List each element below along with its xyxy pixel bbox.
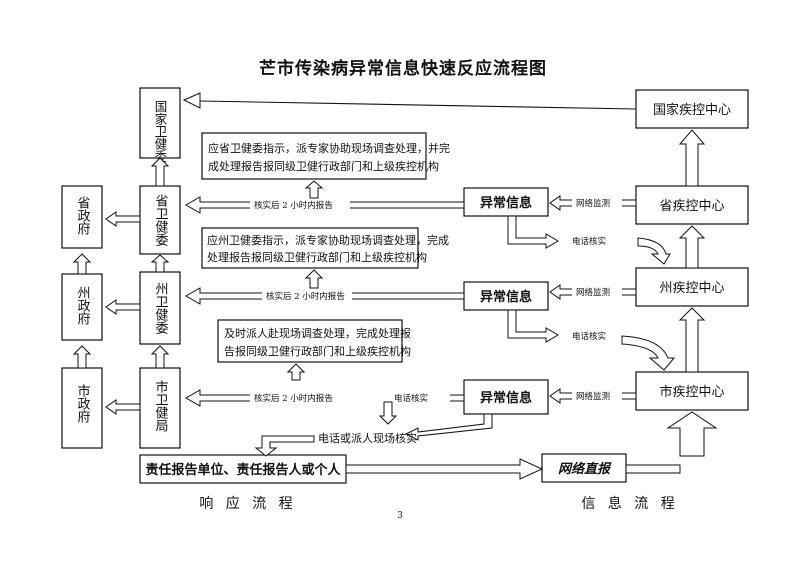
national-cdc-box: [635, 89, 749, 129]
report-2h-label-3: 核实后 2 小时内报告: [254, 393, 333, 404]
label-bg-3: [250, 392, 450, 404]
pref-health-label: 州卫健委: [153, 282, 169, 334]
phone-arrow-3: [404, 413, 493, 441]
abnormal-info-2-box: [463, 281, 549, 311]
left-arrow-city-health-gov: [105, 399, 141, 415]
city-health-box: [139, 367, 181, 449]
pref-gov-label: 州政府: [75, 286, 91, 326]
info-flow-label: 信 息 流 程: [581, 495, 678, 512]
pref-cdc-label: 州疾控中心: [659, 281, 724, 296]
national-report-arrowhead: [182, 92, 201, 109]
prov-note-box: [201, 132, 427, 180]
phone-verify-label-1: 电话核实: [572, 236, 606, 247]
network-report-box: [541, 453, 627, 483]
prov-note-line1: 应省卫健委指示，派专家协助现场调查处理，并完: [208, 141, 450, 155]
health-up-arrow-city-pref: [150, 345, 170, 369]
label-bg-4: [572, 197, 622, 209]
report-2h-label-2: 核实后 2 小时内报告: [266, 291, 345, 302]
label-bg-1: [250, 199, 350, 211]
reporter-to-network-arrow: [345, 458, 544, 480]
curve-arrow-prov-pref: [637, 237, 671, 265]
phone-or-site-label: 电话或派人现场核实: [318, 431, 417, 445]
elbow-arrow-to-reporter: [254, 435, 315, 457]
phone-verify-label-3: 电话核实: [394, 393, 428, 404]
network-monitor-label-1: 网络监测: [576, 198, 610, 209]
cdc-up-arrow-network-city: [666, 411, 718, 457]
up-arrow-info2-note: [304, 269, 324, 289]
prov-health-label: 省卫健委: [153, 194, 169, 246]
national-cdc-label: 国家疾控中心: [653, 102, 731, 118]
city-health-label: 市卫健局: [153, 379, 169, 432]
national-health-box: [139, 87, 181, 159]
reporter-box: [139, 454, 347, 484]
prov-gov-box: [61, 185, 103, 249]
label-bg-5: [572, 286, 622, 298]
prov-note-line2: 成处理报告报同级卫健行政部门和上级疾控机构: [208, 159, 439, 173]
city-cdc-box: [635, 371, 749, 411]
up-arrow-info1-note: [304, 180, 324, 199]
health-up-arrow-pref-prov: [150, 254, 170, 273]
city-note-line2: 告报同级卫健行政部门和上级疾控机构: [224, 344, 411, 358]
prov-cdc-box: [635, 185, 749, 225]
curve-arrow-pref-city: [621, 335, 676, 371]
phone-arrow-1: [507, 215, 559, 249]
gov-up-arrow-pref-prov: [72, 253, 92, 275]
network-to-cdc-connector: [625, 464, 681, 474]
label-bg-2: [262, 290, 352, 302]
phone-verify-label-2: 电话核实: [572, 331, 606, 342]
pref-gov-box: [61, 273, 103, 341]
abnormal-info-3-label: 异常信息: [480, 390, 532, 406]
pref-note-line2: 处理报告报同级卫健行政部门和上级疾控机构: [207, 250, 427, 264]
page-number: 3: [397, 511, 403, 521]
phone-arrow-2: [507, 309, 559, 343]
gov-up-arrow-city-pref: [72, 345, 92, 369]
health-up-arrow-prov-national: [150, 157, 170, 187]
abnormal-info-2-label: 异常信息: [480, 289, 532, 305]
cdc-up-arrow-city-pref: [678, 307, 706, 373]
diagram-title: 芒市传染病异常信息快速反应流程图: [259, 58, 547, 79]
prov-health-box: [139, 185, 181, 255]
cdc-up-arrow-pref-prov: [678, 225, 706, 269]
left-arrow-pref-health-gov: [105, 299, 141, 315]
cdc-up-arrow-prov-national: [678, 129, 706, 187]
left-arrow-prov-health-gov: [105, 211, 141, 227]
down-arrow-phone-verify: [378, 401, 398, 425]
label-bg-6: [572, 390, 622, 402]
prov-gov-label: 省政府: [75, 196, 91, 236]
prov-cdc-label: 省疾控中心: [659, 199, 724, 214]
city-note-line1: 及时派人赴现场调查处理，完成处理报: [224, 326, 411, 340]
up-arrow-info3-note: [286, 363, 306, 381]
response-flow-label: 响 应 流 程: [199, 495, 296, 512]
pref-note-box: [201, 227, 419, 269]
city-note-box: [217, 319, 403, 363]
national-health-label: 国家卫健委: [153, 100, 168, 163]
national-report-line: [199, 100, 637, 110]
abnormal-info-1-label: 异常信息: [480, 195, 532, 211]
pref-health-box: [139, 271, 181, 345]
pref-cdc-box: [635, 267, 749, 307]
network-monitor-label-2: 网络监测: [576, 287, 610, 298]
network-report-label: 网络直报: [558, 461, 612, 477]
city-gov-label: 市政府: [75, 383, 91, 424]
reporter-label: 责任报告单位、责任报告人或个人: [145, 462, 341, 478]
network-monitor-label-3: 网络监测: [576, 391, 610, 402]
city-cdc-label: 市疾控中心: [659, 384, 724, 400]
pref-note-line1: 应州卫健委指示，派专家协助现场调查处理，完成: [207, 233, 449, 247]
report-2h-label-1: 核实后 2 小时内报告: [254, 200, 333, 211]
